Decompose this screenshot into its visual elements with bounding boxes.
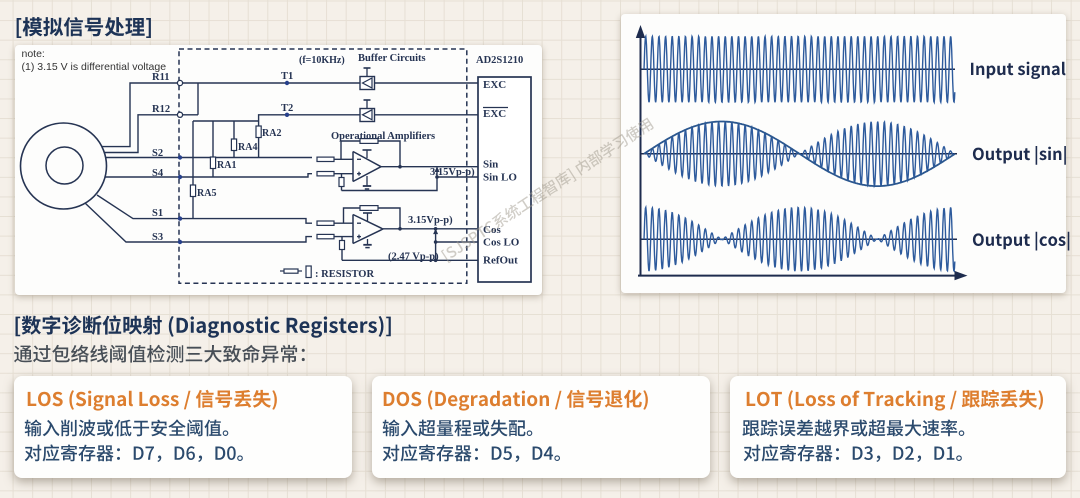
svg-text:S1: S1 [152, 208, 163, 219]
svg-text:R12: R12 [152, 104, 170, 115]
svg-text:RA2: RA2 [262, 128, 281, 139]
svg-text:Buffer Circuits: Buffer Circuits [358, 53, 426, 64]
svg-text:(1) 3.15 V is differential vol: (1) 3.15 V is differential voltage [22, 61, 167, 73]
svg-text:R11: R11 [152, 72, 170, 83]
svg-text:T2: T2 [281, 103, 293, 114]
svg-text:S3: S3 [152, 232, 163, 243]
svg-text:RA1: RA1 [217, 160, 236, 171]
svg-text:note:: note: [22, 48, 45, 60]
svg-text:EXC: EXC [483, 79, 506, 91]
svg-text:Cos: Cos [483, 224, 501, 236]
svg-text:: RESISTOR: : RESISTOR [315, 269, 374, 280]
svg-text:RA5: RA5 [197, 188, 216, 199]
svg-text:Sin: Sin [483, 159, 498, 171]
svg-text:Sin LO: Sin LO [483, 172, 517, 184]
svg-text:(f=10KHz): (f=10KHz) [299, 55, 345, 66]
svg-text:RefOut: RefOut [483, 255, 518, 267]
svg-text:(2.47 Vp-p): (2.47 Vp-p) [388, 252, 439, 263]
svg-text:Operational Amplifiers: Operational Amplifiers [331, 131, 435, 142]
svg-text:S2: S2 [152, 148, 163, 159]
svg-text:3.15Vp-p): 3.15Vp-p) [430, 167, 475, 178]
svg-text:RA4: RA4 [238, 142, 257, 153]
svg-text:3.15Vp-p): 3.15Vp-p) [408, 215, 453, 226]
svg-text:S4: S4 [152, 168, 164, 179]
svg-text:T1: T1 [281, 71, 293, 82]
svg-text:Cos LO: Cos LO [483, 237, 520, 249]
svg-text:EXC: EXC [483, 108, 506, 120]
svg-text:AD2S1210: AD2S1210 [476, 55, 523, 66]
